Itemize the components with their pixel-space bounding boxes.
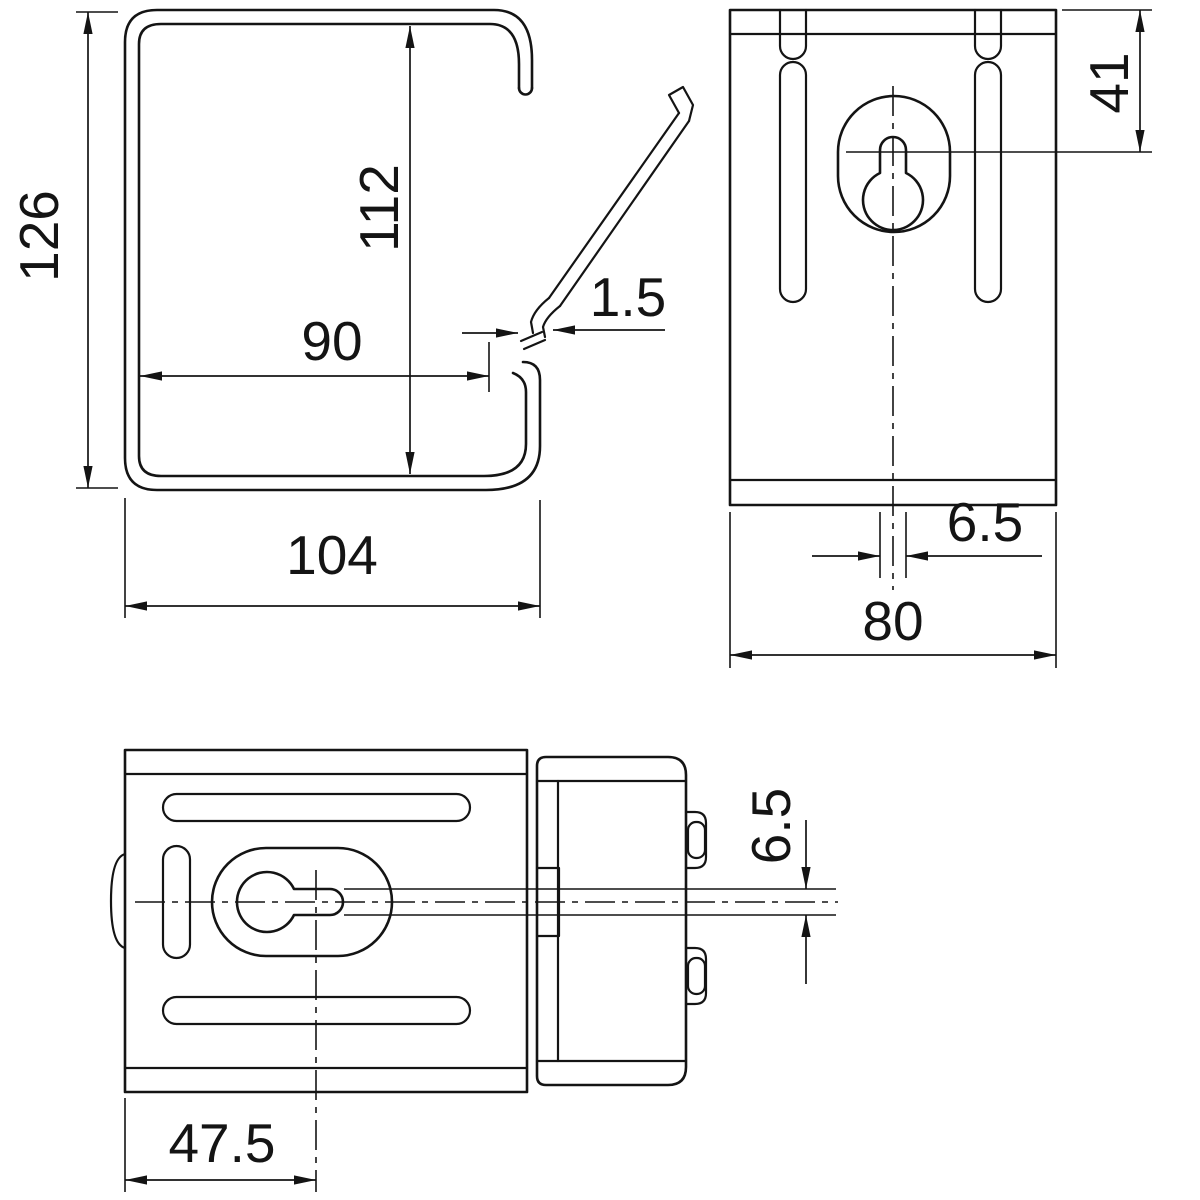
plan-clip-part [535,755,708,1087]
clip-tab-top-roll [686,820,707,860]
spring-clip-tip-tick [519,330,544,343]
dim-front-slot-width: 6.5 [812,491,1042,578]
dim-label-126: 126 [8,190,70,282]
front-slot-left [778,60,808,304]
plan-view: 6.5 47.5 [109,748,838,1192]
spring-clip-top-barb [667,85,695,123]
spring-clip-edge-inner [558,119,691,308]
dim-label-41: 41 [1078,52,1140,113]
front-top-notch [973,8,1003,61]
front-outline [728,8,1058,507]
dim-front-width: 80 [729,512,1057,668]
front-slot-right [973,60,1003,304]
plan-keyhole-cutout [235,870,345,934]
spring-clip-tip-tick [522,338,547,351]
side-inner-contour [137,22,528,478]
dim-inner-width: 90 [140,310,490,392]
keyhole-cutout [861,135,925,232]
dim-plan-slot-width: 6.5 [344,788,836,984]
plan-outline [123,748,529,1094]
hook-tip [517,86,534,96]
spring-clip-lower-bend-inner [541,304,562,339]
plan-slot-top [161,792,472,823]
spring-clip-edge-outer [547,111,681,300]
dim-slot-center-from-edge: 47.5 [124,1098,316,1192]
dim-label-6-5-front: 6.5 [947,491,1023,553]
side-profile-view: 126 112 90 1.5 104 [8,8,695,618]
plan-left-bulge [109,852,127,950]
dim-overall-height: 126 [8,11,118,489]
dim-label-104: 104 [286,524,378,586]
front-view: 41 6.5 80 [728,8,1152,668]
dim-label-6-5-plan: 6.5 [740,788,802,864]
clip-outline [535,755,688,1087]
dim-label-1-5: 1.5 [590,266,666,328]
keyhole-emboss-outline [836,94,952,234]
spring-clip-lower-bend-outer [529,296,551,335]
dim-overall-width: 104 [124,498,541,618]
dim-label-47-5: 47.5 [168,1112,275,1174]
clip-tab-bottom-roll [686,956,707,996]
side-outer-contour [123,8,542,492]
front-top-notch [778,8,808,61]
dim-material-thickness: 1.5 [462,266,666,338]
dim-inner-height: 112 [348,26,415,474]
dim-label-80: 80 [862,590,923,652]
dim-label-112: 112 [348,164,410,252]
clip-center-notch [535,866,561,938]
dim-keyhole-from-top: 41 [1062,9,1152,152]
dim-label-90: 90 [301,310,362,372]
